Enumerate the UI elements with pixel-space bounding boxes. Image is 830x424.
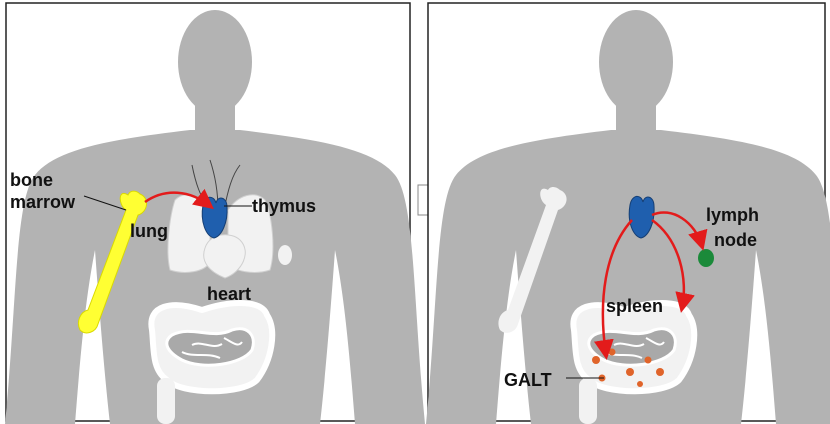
label-marrow: marrow	[10, 192, 76, 212]
right-panel: lymph node spleen GALT	[426, 3, 830, 424]
left-small-gland	[278, 245, 292, 265]
label-galt: GALT	[504, 370, 552, 390]
lymph-node-organ	[698, 249, 714, 267]
label-lymph: lymph	[706, 205, 759, 225]
label-lung: lung	[130, 221, 168, 241]
label-spleen: spleen	[606, 296, 663, 316]
label-node: node	[714, 230, 757, 250]
left-panel: bone marrow lung thymus heart	[5, 3, 425, 424]
label-bone: bone	[10, 170, 53, 190]
label-thymus: thymus	[252, 196, 316, 216]
label-heart: heart	[207, 284, 251, 304]
